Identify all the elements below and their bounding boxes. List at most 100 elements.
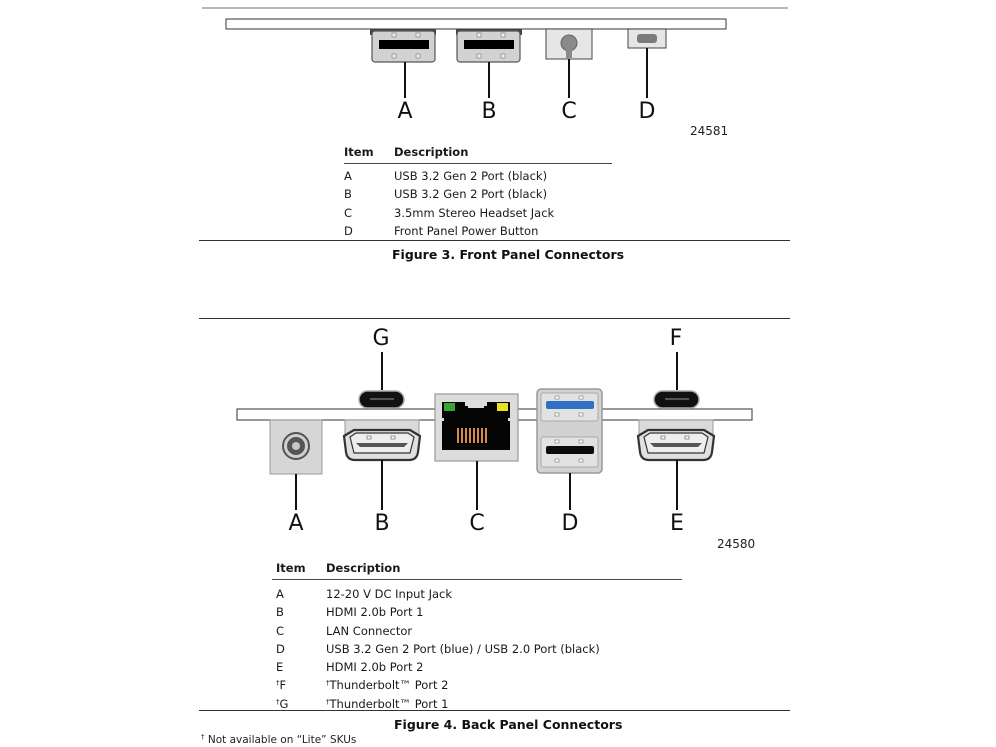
lan-pins-icon	[457, 428, 487, 443]
table-row: D USB 3.2 Gen 2 Port (blue) / USB 2.0 Po…	[272, 638, 682, 656]
dagger-mark: †	[201, 733, 205, 741]
leader-line-g	[381, 352, 383, 390]
figure-id: 24580	[717, 537, 756, 551]
table-row: A USB 3.2 Gen 2 Port (black)	[344, 167, 612, 185]
figure4-bottom-rule	[199, 710, 790, 711]
thunderbolt-port-f-icon	[653, 390, 700, 409]
table-row: B USB 3.2 Gen 2 Port (black)	[344, 185, 612, 203]
item-letter: B	[276, 605, 284, 620]
figure4-caption: Figure 4. Back Panel Connectors	[394, 717, 623, 732]
description-cell: Front Panel Power Button	[394, 223, 539, 238]
item-cell: E	[272, 656, 326, 674]
description-cell: 3.5mm Stereo Headset Jack	[394, 205, 555, 220]
header-item: Item	[276, 561, 306, 575]
item-letter: E	[276, 660, 284, 675]
description-text: LAN Connector	[326, 623, 413, 638]
item-cell: B	[272, 601, 326, 619]
callout-d: D	[561, 511, 579, 536]
table-row: C 3.5mm Stereo Headset Jack	[344, 204, 612, 222]
leader-line-a	[404, 62, 406, 98]
description-cell: USB 3.2 Gen 2 Port (black)	[394, 169, 548, 183]
usb-port-a-icon	[370, 29, 436, 63]
item-cell: D	[344, 223, 353, 238]
leader-line-b	[488, 62, 490, 98]
item-cell: C	[344, 205, 353, 220]
description-cell: LAN Connector	[326, 620, 682, 638]
description-text: HDMI 2.0b Port 1	[326, 605, 424, 620]
item-cell: A	[272, 583, 326, 601]
back-panel-diagram	[236, 388, 753, 475]
callout-a: A	[288, 511, 304, 536]
callout-a: A	[397, 99, 413, 124]
callout-b: B	[374, 511, 390, 536]
back-panel-table: Item Description A 12-20 V DC Input Jack…	[272, 557, 682, 711]
dc-input-jack-icon	[269, 419, 323, 475]
callout-e: E	[670, 511, 684, 536]
description-cell: †Thunderbolt™ Port 1	[326, 693, 682, 711]
top-rule	[202, 7, 788, 9]
description-cell: 12-20 V DC Input Jack	[326, 583, 682, 601]
footnote-text: Not available on “Lite” SKUs	[204, 734, 357, 746]
footnote: † Not available on “Lite” SKUs	[201, 733, 356, 746]
table-header: Item Description	[272, 557, 682, 580]
header-description: Description	[326, 561, 401, 575]
item-letter: F	[279, 678, 287, 693]
figure4-top-rule	[199, 318, 790, 319]
item-cell: B	[344, 187, 352, 202]
table-row: B HDMI 2.0b Port 1	[272, 601, 682, 619]
hdmi-port-2-icon	[636, 419, 716, 462]
table-header: Item Description	[344, 141, 612, 164]
callout-b: B	[481, 99, 497, 124]
front-panel-diagram	[225, 18, 727, 63]
figure3-caption: Figure 3. Front Panel Connectors	[392, 247, 625, 262]
figure-id: 24581	[690, 124, 729, 138]
front-panel-chassis	[225, 18, 727, 30]
figure3-bottom-rule	[199, 240, 790, 241]
description-text: HDMI 2.0b Port 2	[326, 660, 424, 675]
power-button-icon	[627, 28, 667, 49]
callout-f: F	[669, 326, 683, 351]
header-description: Description	[394, 145, 469, 159]
description-cell: USB 3.2 Gen 2 Port (blue) / USB 2.0 Port…	[326, 638, 682, 656]
hdmi-port-1-icon	[342, 419, 422, 462]
leader-line-e	[676, 460, 678, 510]
leader-line-f	[676, 352, 678, 390]
leader-line-b	[381, 460, 383, 510]
table-row: C LAN Connector	[272, 620, 682, 638]
callout-c: C	[561, 99, 577, 124]
leader-line-c	[568, 59, 570, 98]
leader-line-d	[646, 48, 648, 98]
thunderbolt-port-g-icon	[358, 390, 405, 409]
description-cell: HDMI 2.0b Port 1	[326, 601, 682, 619]
table-row: D Front Panel Power Button	[344, 222, 612, 240]
usb-stack-icon	[536, 388, 603, 474]
usb-port-b-icon	[456, 29, 522, 63]
table-row: A 12-20 V DC Input Jack	[272, 583, 682, 601]
front-panel-table: Item Description A USB 3.2 Gen 2 Port (b…	[344, 141, 612, 240]
item-letter: C	[276, 623, 285, 638]
table-row: E HDMI 2.0b Port 2	[272, 656, 682, 674]
dagger-mark: †	[326, 697, 330, 706]
lan-connector-icon	[434, 393, 519, 462]
headset-jack-icon	[545, 28, 593, 60]
description-text: Thunderbolt™ Port 2	[329, 678, 449, 693]
dagger-mark: †	[276, 679, 280, 688]
header-item: Item	[344, 145, 374, 159]
leader-line-d	[569, 473, 571, 510]
description-cell: HDMI 2.0b Port 2	[326, 656, 682, 674]
description-text: USB 3.2 Gen 2 Port (blue) / USB 2.0 Port…	[326, 641, 600, 656]
item-cell: D	[272, 638, 326, 656]
item-cell: A	[344, 169, 352, 183]
leader-line-a	[295, 474, 297, 510]
item-letter: G	[279, 696, 289, 711]
description-cell: †Thunderbolt™ Port 2	[326, 674, 682, 692]
leader-line-c	[476, 461, 478, 510]
dagger-mark: †	[276, 697, 280, 706]
description-text: 12-20 V DC Input Jack	[326, 587, 452, 601]
callout-d: D	[638, 99, 656, 124]
callout-c: C	[469, 511, 485, 536]
callout-g: G	[372, 326, 390, 351]
description-cell: USB 3.2 Gen 2 Port (black)	[394, 187, 548, 202]
item-letter: D	[276, 641, 285, 656]
dagger-mark: †	[326, 679, 330, 688]
